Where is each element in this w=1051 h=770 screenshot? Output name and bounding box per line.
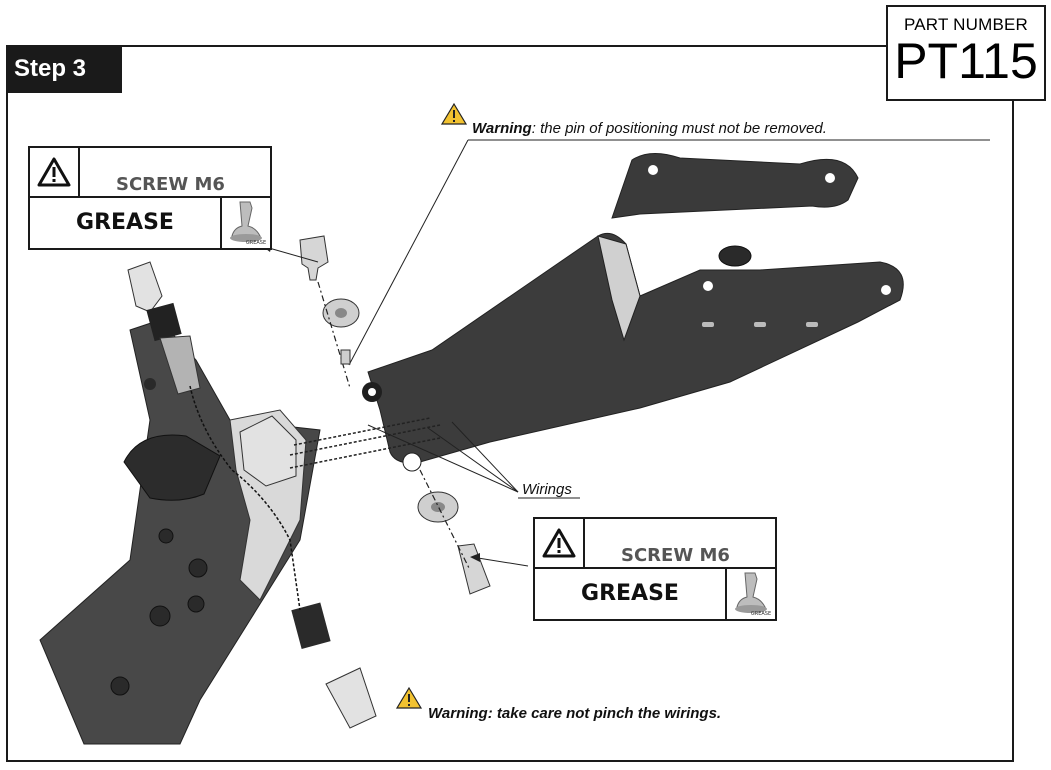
main-arm-bracket [367,232,904,464]
screw-label: SCREW M6 [621,545,730,566]
indicator-bottom [325,667,377,729]
grease-tube-label: GREASE [246,240,266,246]
warning-triangle-icon [535,519,585,569]
grease-label: GREASE [30,198,222,248]
wirings-label: Wirings [522,481,572,498]
upper-bracket-plate [611,153,859,219]
grease-tube-label: GREASE [751,611,771,617]
screw-top [299,235,329,281]
screw-label: SCREW M6 [116,174,225,195]
warning-pin-text: Warning: the pin of positioning must not… [472,120,827,137]
warning-triangle-icon [440,102,468,125]
step-tab: Step 3 [6,45,122,93]
screw-label-cell: SCREW M6 [80,148,270,198]
callout-top: SCREW M6 GREASE GREASE [28,146,272,250]
grease-tube-icon: GREASE [222,198,270,248]
grease-tube-icon: GREASE [727,569,775,619]
part-number-label: PART NUMBER [903,15,1029,34]
warning-wirings-text: Warning: take care not pinch the wirings… [428,705,722,722]
indicator-top [127,261,163,313]
dark-cover [123,434,221,501]
screw-label-cell: SCREW M6 [585,519,775,569]
part-number-value: PT115 [894,33,1038,89]
warning-triangle-icon [395,686,423,709]
diagram-frame [6,45,1014,762]
warning-pin-prefix: Warning [472,120,532,137]
mount-block [239,415,297,487]
warning-pin-message: : the pin of positioning must not be rem… [531,120,827,137]
grease-label: GREASE [535,569,727,619]
screw-bottom [457,543,491,595]
warning-triangle-icon [30,148,80,198]
part-number-box: PART NUMBER PT115 [886,5,1046,101]
callout-bottom: SCREW M6 GREASE GREASE [533,517,777,621]
